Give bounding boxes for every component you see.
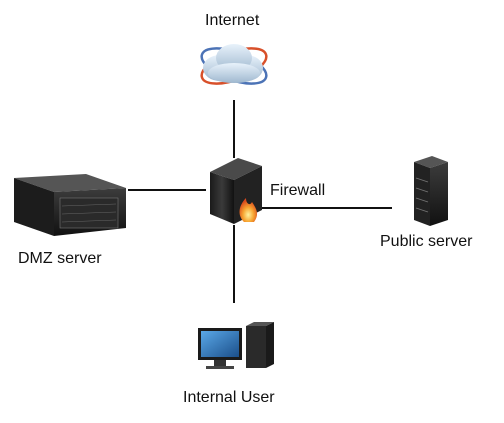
tower-server-icon xyxy=(414,156,448,226)
internal-user-label: Internal User xyxy=(183,389,275,406)
rack-server-icon xyxy=(14,174,126,236)
firewall-icon xyxy=(210,158,262,224)
cloud-icon xyxy=(200,44,268,85)
firewall-label: Firewall xyxy=(270,182,326,199)
public-server-label: Public server xyxy=(380,233,473,250)
desktop-computer-icon xyxy=(198,322,274,369)
dmz-server-label: DMZ server xyxy=(18,250,102,267)
internet-label: Internet xyxy=(205,12,260,29)
